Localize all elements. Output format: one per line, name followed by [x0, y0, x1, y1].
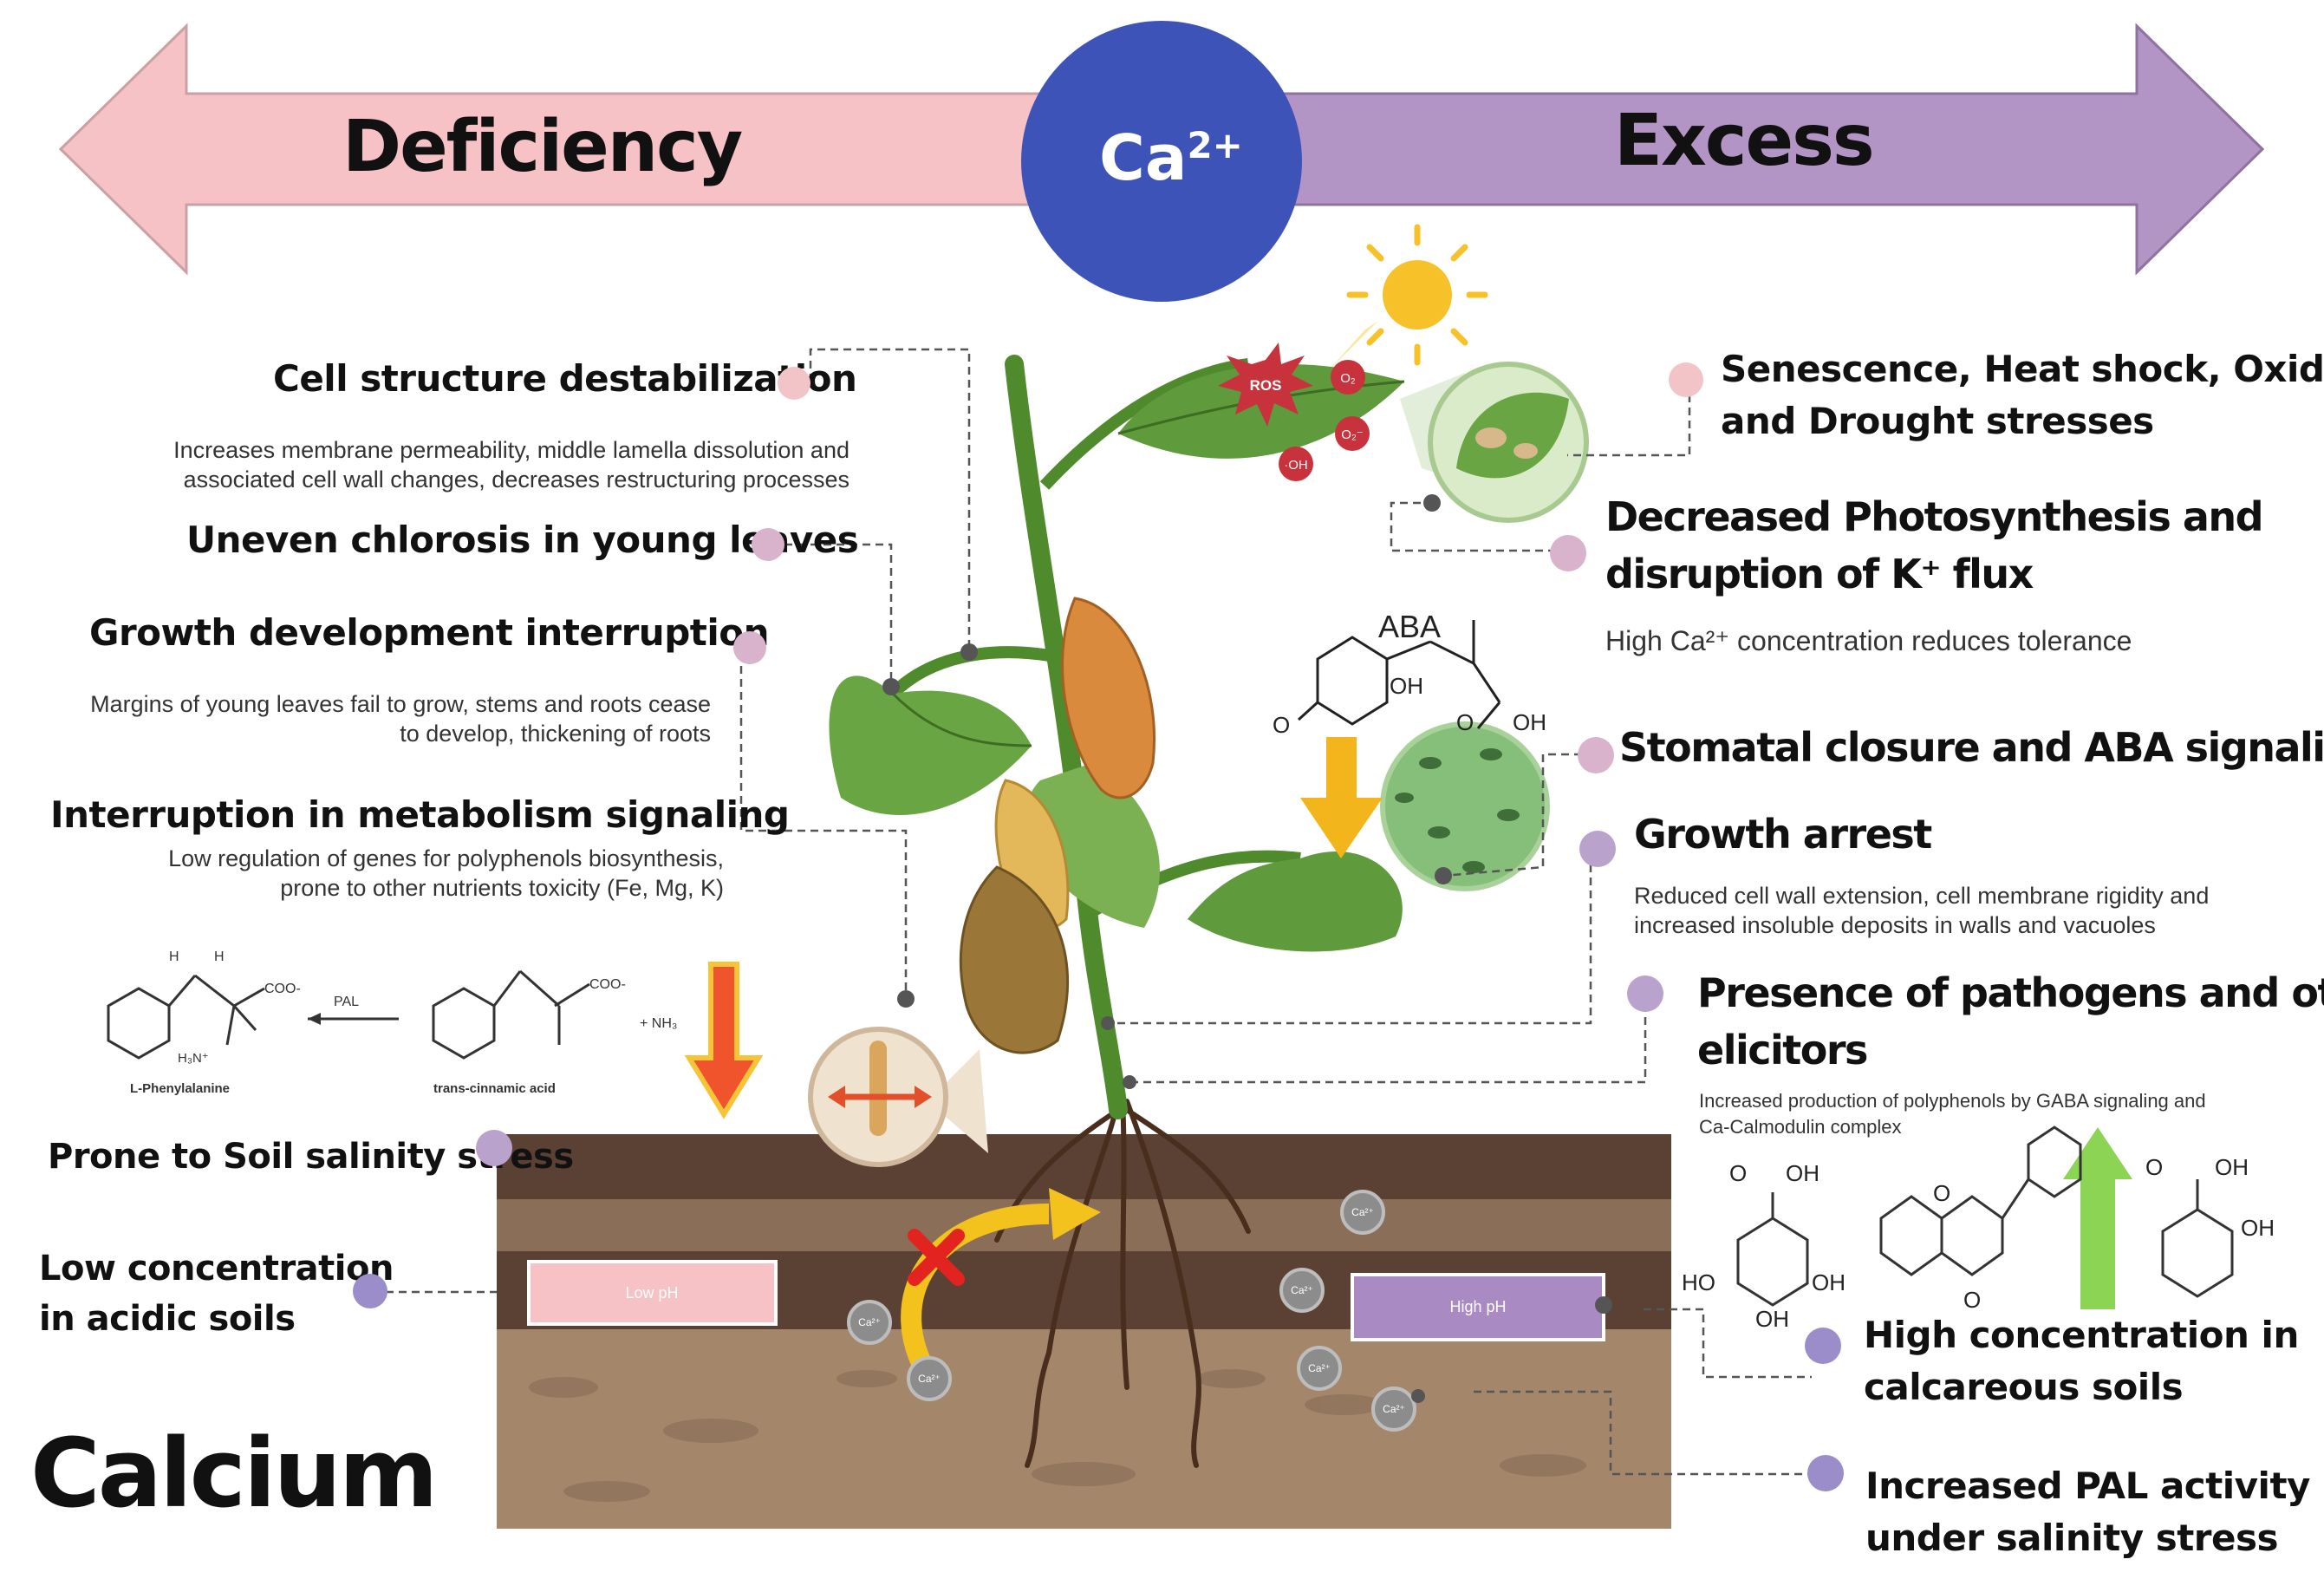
stomatal-heading: Stomatal closure and ABA signaling	[1619, 724, 2324, 771]
aba-label: ABA	[1378, 609, 1441, 644]
gallic-o-label: O	[1729, 1160, 1747, 1186]
growth-arrest-text: Reduced cell wall extension, cell membra…	[1634, 883, 2210, 938]
aba-o2-label: O	[1456, 709, 1474, 735]
cell-structure-dot	[778, 367, 810, 400]
calcareous-heading: High concentration in calcareous soils	[1864, 1314, 2299, 1408]
pal-activity-dot	[1807, 1455, 1844, 1491]
coo-label: COO-	[589, 977, 626, 992]
connector-nodes	[882, 494, 1612, 1403]
growth-arrest-heading: Growth arrest	[1634, 811, 1932, 858]
o2-label: O₂	[1340, 371, 1356, 386]
h-label: H	[169, 949, 179, 964]
acidic-soil-dot	[353, 1274, 387, 1308]
green-up-arrow-icon	[2063, 1127, 2132, 1309]
calcium-ions	[847, 1190, 1416, 1432]
calcareous-dot	[1805, 1328, 1841, 1364]
salinity-dot	[476, 1130, 512, 1166]
cinnamic-label: trans-cinnamic acid	[433, 1081, 556, 1096]
cell-structure-text: Increases membrane permeability, middle …	[173, 437, 850, 493]
pathogens-heading: Presence of pathogens and other elicitor…	[1697, 969, 2324, 1073]
aba-o-label: O	[1273, 712, 1290, 738]
photosynthesis-dot	[1550, 535, 1586, 571]
pal-reaction	[107, 969, 590, 1060]
gallic-ho-label: HO	[1682, 1269, 1715, 1295]
low-ph-box	[527, 1260, 778, 1326]
ion-label: Ca²⁺	[858, 1316, 881, 1328]
plant-roots	[994, 1099, 1251, 1468]
stomatal-dot	[1578, 737, 1614, 773]
metabolism-heading: Interruption in metabolism signaling	[50, 793, 790, 836]
metabolism-text: Low regulation of genes for polyphenols …	[168, 845, 724, 901]
red-x-icon	[908, 1229, 965, 1286]
gallic-oh-label: OH	[1812, 1269, 1846, 1295]
coo-label: COO-	[264, 982, 301, 996]
acidic-soil-heading: Low concentration in acidic soils	[39, 1249, 394, 1339]
growth-arrest-dot	[1579, 831, 1616, 867]
growth-interruption-dot	[733, 631, 766, 664]
sun-icon	[1300, 224, 1488, 416]
ion-label: Ca²⁺	[1351, 1206, 1374, 1218]
photosynthesis-heading: Decreased Photosynthesis and disruption …	[1605, 493, 2264, 597]
phenylalanine-label: L-Phenylalanine	[130, 1081, 230, 1096]
aba-structure	[1297, 620, 1501, 729]
senescence-dot	[1669, 362, 1703, 397]
chlorosis-dot	[752, 528, 784, 561]
stomata-circle	[1380, 721, 1550, 891]
ros-label: ROS	[1250, 377, 1282, 394]
high-ph-label: High pH	[1449, 1298, 1506, 1315]
photosynthesis-text: High Ca²⁺ concentration reduces toleranc…	[1605, 625, 2132, 656]
salicylic-o-label: O	[2145, 1154, 2163, 1180]
pathogens-dot	[1627, 975, 1663, 1012]
aba-cooh-label: OH	[1513, 709, 1546, 735]
ion-label: Ca²⁺	[1308, 1362, 1331, 1374]
nh3-label: H₃N⁺	[178, 1051, 209, 1066]
cell-structure-heading: Cell structure destabilization	[273, 357, 857, 400]
ion-label: Ca²⁺	[918, 1373, 941, 1385]
calcium-ion-label: Ca2+	[1099, 121, 1243, 194]
chlorosis-heading: Uneven chlorosis in young leaves	[186, 519, 859, 561]
gallic-oh-label: OH	[1755, 1306, 1789, 1332]
salicylic-oh-label: OH	[2215, 1154, 2249, 1180]
pal-arrow-label: PAL	[334, 995, 359, 1009]
oh-label: ·OH	[1284, 458, 1308, 473]
calcium-ion-circle	[1021, 21, 1302, 302]
magnified-leaf-circle	[1400, 362, 1589, 523]
low-ph-label: Low pH	[625, 1284, 678, 1302]
ion-label: Ca²⁺	[1291, 1284, 1313, 1296]
nh3-label: + NH₃	[640, 1016, 677, 1031]
deficiency-label: Deficiency	[342, 106, 743, 188]
pathogens-text: Increased production of polyphenols by G…	[1699, 1090, 2206, 1138]
ion-label: Ca²⁺	[1383, 1403, 1405, 1415]
root-magnifier	[808, 1027, 988, 1167]
high-ph-box	[1351, 1273, 1605, 1341]
o2-minus-label: O₂⁻	[1341, 427, 1363, 442]
growth-interruption-text: Margins of young leaves fail to grow, st…	[90, 691, 711, 747]
calcium-title: Calcium	[30, 1418, 439, 1529]
salicylic-oh-label: OH	[2241, 1215, 2275, 1241]
flavone-o-label: O	[1933, 1180, 1950, 1206]
polyphenol-structures	[1736, 1125, 2234, 1307]
excess-label: Excess	[1614, 100, 1875, 182]
ros-burst-icon	[1218, 343, 1370, 481]
h-label: H	[214, 949, 225, 964]
growth-interruption-heading: Growth development interruption	[89, 611, 770, 654]
gallic-oh-label: OH	[1786, 1160, 1819, 1186]
aba-oh-label: OH	[1390, 673, 1423, 699]
cacao-pods	[959, 597, 1155, 1054]
pal-activity-heading: Increased PAL activity under salinity st…	[1865, 1465, 2310, 1559]
flavone-o-label: O	[1963, 1287, 1981, 1313]
orange-down-arrow-icon	[684, 962, 764, 1119]
yellow-arrow-icon	[1300, 737, 1383, 858]
senescence-heading: Senescence, Heat shock, Oxidative and Dr…	[1721, 348, 2324, 442]
